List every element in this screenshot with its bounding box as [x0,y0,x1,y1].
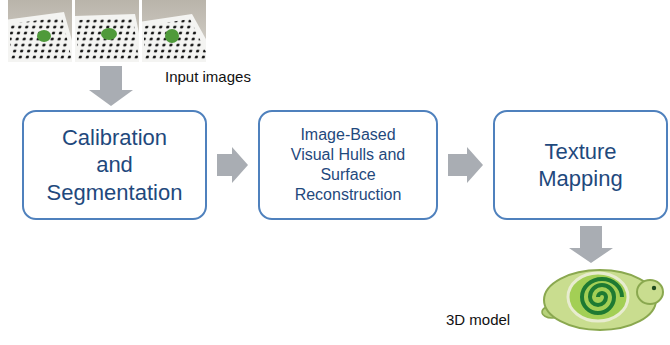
caption-label: 3D model [446,311,510,328]
process-box: Calibration and Segmentation [22,110,207,220]
block-arrow [217,147,248,183]
block-arrow [448,147,483,183]
input-photo [142,0,206,62]
turtle-model [542,270,663,330]
input-photo [8,0,72,62]
down-arrow [569,226,613,263]
box-label: Texture Mapping [521,138,641,193]
down-arrow [89,66,133,106]
process-box: Image-Based Visual Hulls and Surface Rec… [258,110,438,220]
input-photo [75,0,139,62]
box-label: Image-Based Visual Hulls and Surface Rec… [286,125,410,205]
process-box: Texture Mapping [493,110,668,220]
box-label: Calibration and Segmentation [45,124,185,207]
caption-label: Input images [165,68,251,85]
